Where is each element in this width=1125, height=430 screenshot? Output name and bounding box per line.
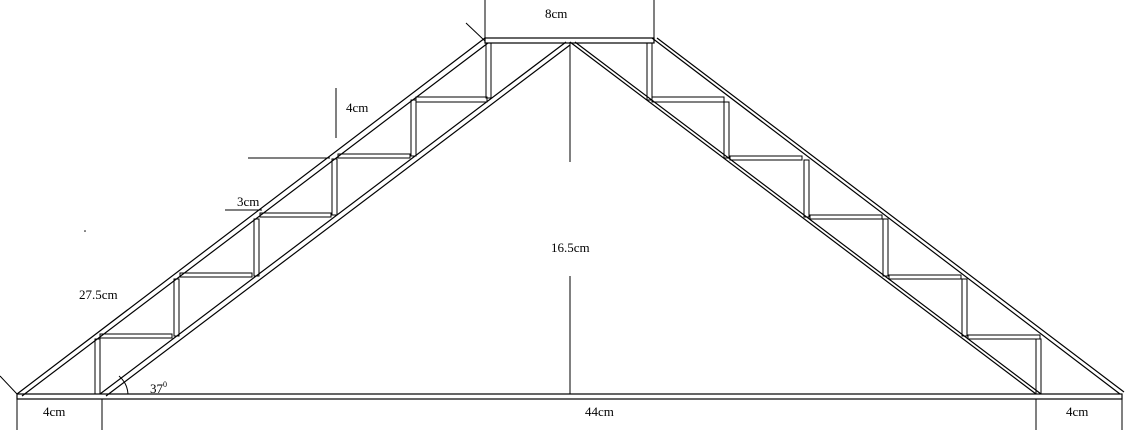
angle-value: 37 <box>150 381 164 396</box>
top-width-label: 8cm <box>545 6 567 21</box>
left-inner-rafter <box>99 41 571 397</box>
angle-label: 370 <box>150 380 167 396</box>
left-overhang-label: 4cm <box>43 404 65 419</box>
right-outer-rafter <box>651 37 1125 395</box>
rafter-length-label: 27.5cm <box>79 287 118 302</box>
height-label: 16.5cm <box>551 240 590 255</box>
member-depth-label: 4cm <box>346 100 368 115</box>
angle-superscript: 0 <box>163 380 167 389</box>
left-web-members <box>94 42 492 395</box>
right-overhang-label: 4cm <box>1066 404 1088 419</box>
base-span-label: 44cm <box>585 404 614 419</box>
base-beam <box>16 393 1123 400</box>
left-outer-rafter <box>16 37 489 397</box>
strut-spacing-label: 3cm <box>237 194 259 209</box>
stray-dot <box>84 230 86 232</box>
right-inner-rafter <box>569 41 1042 395</box>
right-web-members <box>646 42 1042 395</box>
